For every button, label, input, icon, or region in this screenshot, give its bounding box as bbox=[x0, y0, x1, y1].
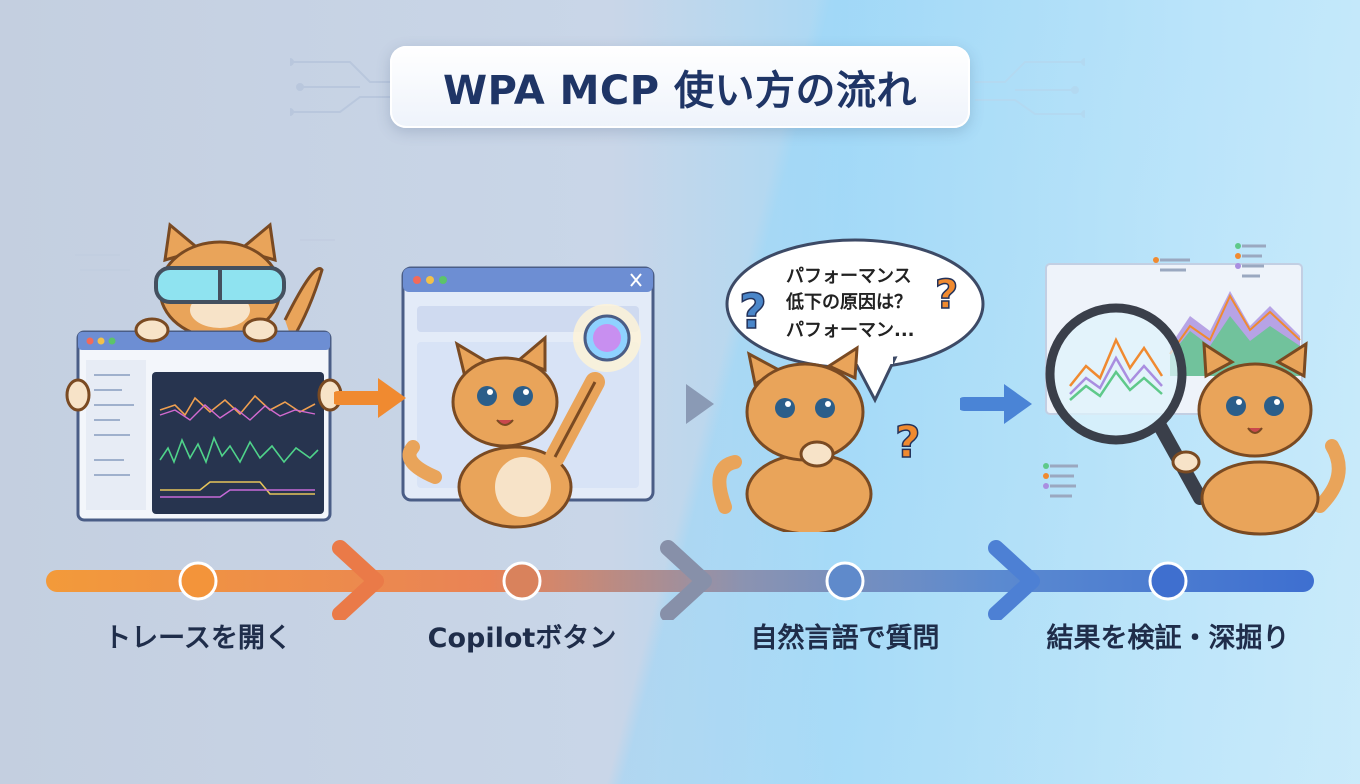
timeline-nodes bbox=[178, 561, 1188, 601]
scene-ask-question: ? ? ? bbox=[712, 238, 985, 532]
title-card: WPA MCP 使い方の流れ bbox=[390, 46, 970, 128]
legend-marks bbox=[1043, 243, 1266, 498]
scene-open-trace bbox=[65, 222, 343, 522]
wpa-window bbox=[76, 330, 332, 522]
cat-thinking bbox=[712, 345, 873, 532]
circuit-decoration-left bbox=[290, 58, 400, 116]
speech-line-3: パフォーマン... bbox=[786, 320, 915, 341]
svg-text:?: ? bbox=[739, 284, 767, 340]
speech-line-1: パフォーマンス bbox=[786, 266, 912, 287]
step-label-open-trace: トレースを開く bbox=[104, 623, 292, 654]
arrow-step1-to-step2 bbox=[334, 378, 406, 418]
svg-text:?: ? bbox=[935, 272, 958, 318]
timeline bbox=[46, 540, 1314, 620]
speech-line-2: 低下の原因は？ bbox=[786, 292, 912, 313]
speech-bubble bbox=[725, 238, 985, 404]
scene-copilot-button bbox=[401, 266, 655, 529]
arrow-step2-to-step3 bbox=[642, 384, 714, 424]
cat-body bbox=[402, 334, 605, 529]
step-label-copilot: Copilotボタン bbox=[427, 623, 617, 654]
goggles-icon bbox=[154, 266, 286, 304]
step-label-verify: 結果を検証・深掘り bbox=[1046, 623, 1290, 654]
scene-verify-results bbox=[1043, 243, 1346, 536]
copilot-icon bbox=[573, 304, 641, 372]
cat-inspecting bbox=[1171, 341, 1346, 536]
timeline-chevrons bbox=[332, 540, 1040, 620]
question-mark-icon: ? ? ? bbox=[738, 271, 959, 469]
step-label-ask: 自然言語で質問 bbox=[750, 623, 940, 654]
arrow-step3-to-step4 bbox=[960, 384, 1032, 424]
svg-text:?: ? bbox=[895, 417, 921, 468]
page-title: WPA MCP 使い方の流れ bbox=[442, 68, 918, 114]
circuit-decoration-right bbox=[975, 58, 1085, 118]
